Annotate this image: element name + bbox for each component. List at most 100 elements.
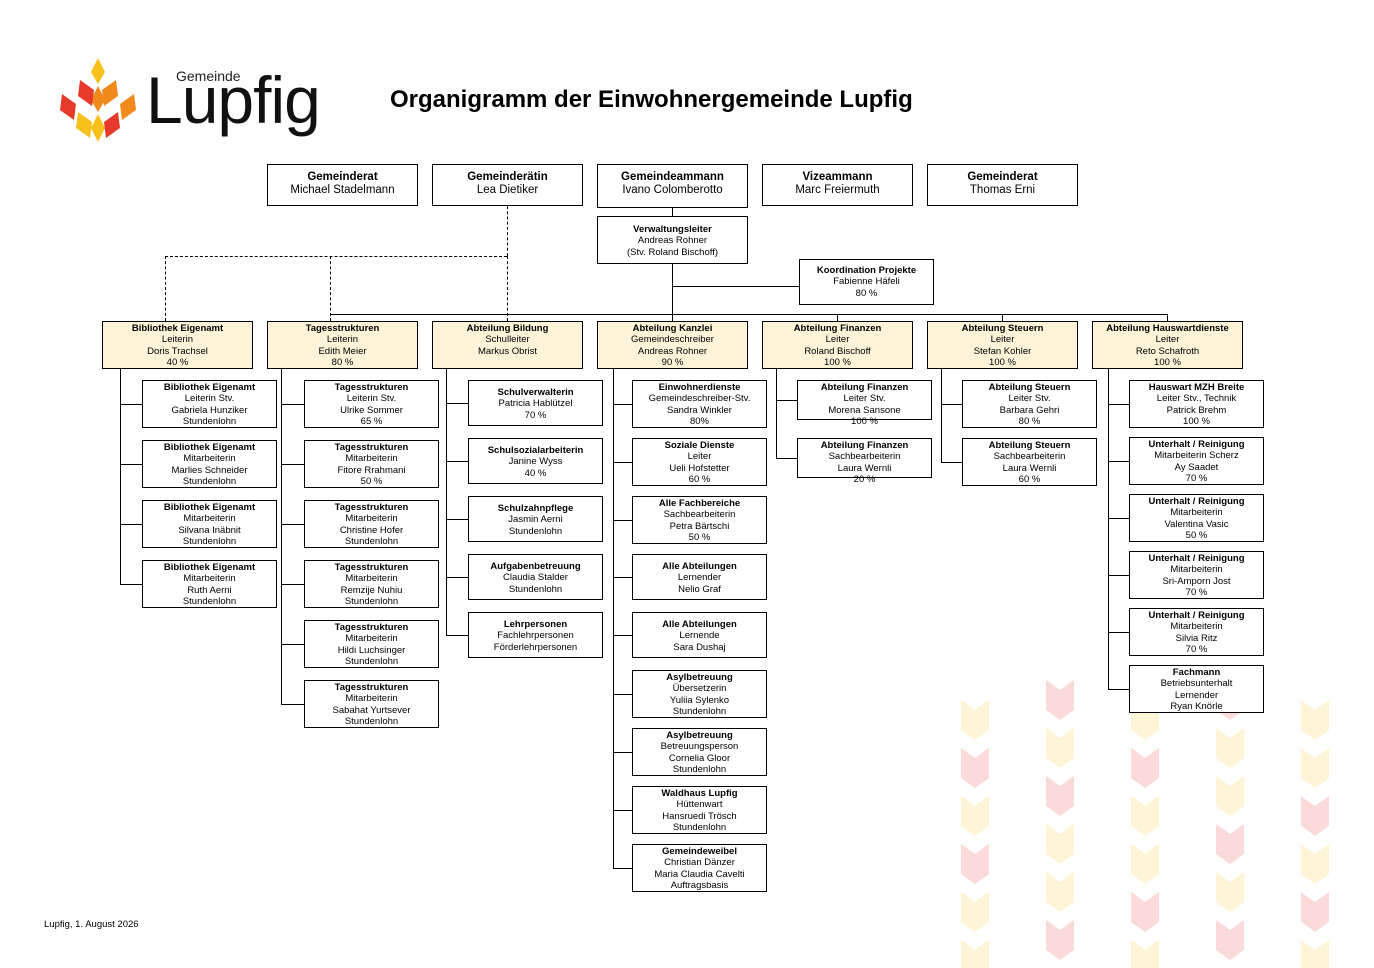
- connector-line: [1108, 404, 1129, 405]
- box-text-line: Gemeindeschreiber-Stv.: [648, 393, 751, 405]
- box-text-line: 100 %: [1183, 415, 1210, 427]
- box-text-line: Asylbetreuung: [666, 730, 733, 741]
- box-text-line: 70 %: [1185, 643, 1208, 655]
- box-text-line: Abteilung Finanzen: [820, 440, 909, 451]
- box-text-line: Nelio Graf: [678, 583, 721, 595]
- connector-line: [446, 369, 447, 636]
- box-text-line: Reto Schafroth: [1135, 345, 1200, 357]
- box-text-line: Gabriela Hunziker: [171, 404, 248, 416]
- box-text-line: Markus Obrist: [477, 345, 538, 357]
- box-text-line: Stundenlohn: [508, 583, 563, 595]
- box-text-line: Tagesstrukturen: [305, 323, 380, 334]
- box-text-line: Abteilung Hauswartdienste: [1106, 323, 1229, 334]
- connector-line: [613, 404, 632, 405]
- box-text-line: Laura Wernli: [1002, 462, 1057, 474]
- box-text-line: 80 %: [1018, 415, 1041, 427]
- box-text-line: Leiterin: [326, 334, 359, 346]
- box-text-line: Hüttenwart: [676, 799, 723, 811]
- box-text-line: Bibliothek Eigenamt: [163, 442, 256, 453]
- connector-line: [941, 462, 962, 463]
- connector-line: [1002, 314, 1003, 321]
- box-text-line: Fitore Rrahmani: [337, 464, 406, 476]
- connector-line: [613, 520, 632, 521]
- box-text-line: 50 %: [688, 531, 711, 543]
- box-text-line: 100 %: [989, 356, 1016, 368]
- box-text-line: Alle Abteilungen: [662, 619, 737, 630]
- connector-line: [1167, 314, 1168, 321]
- box-text-line: Yuliia Sylenko: [669, 694, 730, 706]
- box-text-line: Mitarbeiterin: [345, 513, 398, 525]
- box-text-line: 70 %: [524, 409, 547, 421]
- box-text-line: Bibliothek Eigenamt: [131, 323, 224, 334]
- box-text-line: Stundenlohn: [508, 525, 563, 537]
- box-text-line: Mitarbeiterin: [1170, 507, 1223, 519]
- box-text-line: Tagesstrukturen: [334, 682, 409, 693]
- box-text-line: 40 %: [166, 356, 189, 368]
- connector-line: [613, 577, 632, 578]
- connector-line: [613, 462, 632, 463]
- dashed-connector: [165, 256, 166, 321]
- connector-line: [837, 314, 838, 321]
- box-text-line: Stundenlohn: [182, 595, 237, 607]
- box-text-line: Sachbearbeiterin: [993, 451, 1066, 463]
- box-text-line: Leiter Stv.: [843, 393, 886, 405]
- box-text-line: Stefan Kohler: [973, 345, 1032, 357]
- box-text-line: Hauswart MZH Breite: [1148, 382, 1245, 393]
- connector-line: [776, 369, 777, 459]
- box-text-line: Mitarbeiterin: [183, 573, 236, 585]
- box-text-line: Bibliothek Eigenamt: [163, 502, 256, 513]
- box-text-line: Sara Dushaj: [673, 641, 726, 653]
- box-text-line: Petra Bärtschi: [669, 520, 730, 532]
- box-text-line: Stundenlohn: [672, 705, 727, 717]
- box-text-line: Christine Hofer: [339, 524, 404, 536]
- box-text-line: Mitarbeiterin: [1170, 564, 1223, 576]
- box-text-line: Betriebsunterhalt: [1160, 678, 1233, 690]
- box-text-line: 100 %: [824, 356, 851, 368]
- box-text-line: Abteilung Finanzen: [793, 323, 882, 334]
- box-text-line: Mitarbeiterin: [345, 453, 398, 465]
- box-text-line: Silvia Ritz: [1175, 632, 1218, 644]
- box-text-line: Maria Claudia Cavelti: [654, 868, 745, 880]
- box-text-line: Hansruedi Trösch: [662, 810, 737, 822]
- box-text-line: Mitarbeiterin Scherz: [1154, 450, 1239, 462]
- box-text-line: Alle Fachbereiche: [658, 498, 741, 509]
- box-text-line: Unterhalt / Reinigung: [1148, 496, 1245, 507]
- box-text-line: Andreas Rohner: [637, 345, 708, 357]
- box-text-line: Mitarbeiterin: [345, 693, 398, 705]
- box-text-line: Unterhalt / Reinigung: [1148, 610, 1245, 621]
- box-text-line: Stundenlohn: [344, 715, 399, 727]
- box-text-line: Abteilung Finanzen: [820, 382, 909, 393]
- connector-line: [613, 752, 632, 753]
- box-text-line: Ulrike Sommer: [340, 404, 403, 416]
- connector-line: [446, 519, 468, 520]
- connector-line: [672, 208, 673, 216]
- box-text-line: 40 %: [524, 467, 547, 479]
- connector-line: [941, 404, 962, 405]
- box-text-line: Remzije Nuhiu: [340, 584, 403, 596]
- box-text-line: Stundenlohn: [344, 535, 399, 547]
- box-text-line: Lernender: [1174, 689, 1219, 701]
- box-text-line: Stundenlohn: [672, 763, 727, 775]
- box-text-line: Sandra Winkler: [667, 404, 732, 416]
- lupfig-logo: Gemeinde Lupfig: [58, 50, 328, 150]
- box-text-line: 100 %: [1154, 356, 1181, 368]
